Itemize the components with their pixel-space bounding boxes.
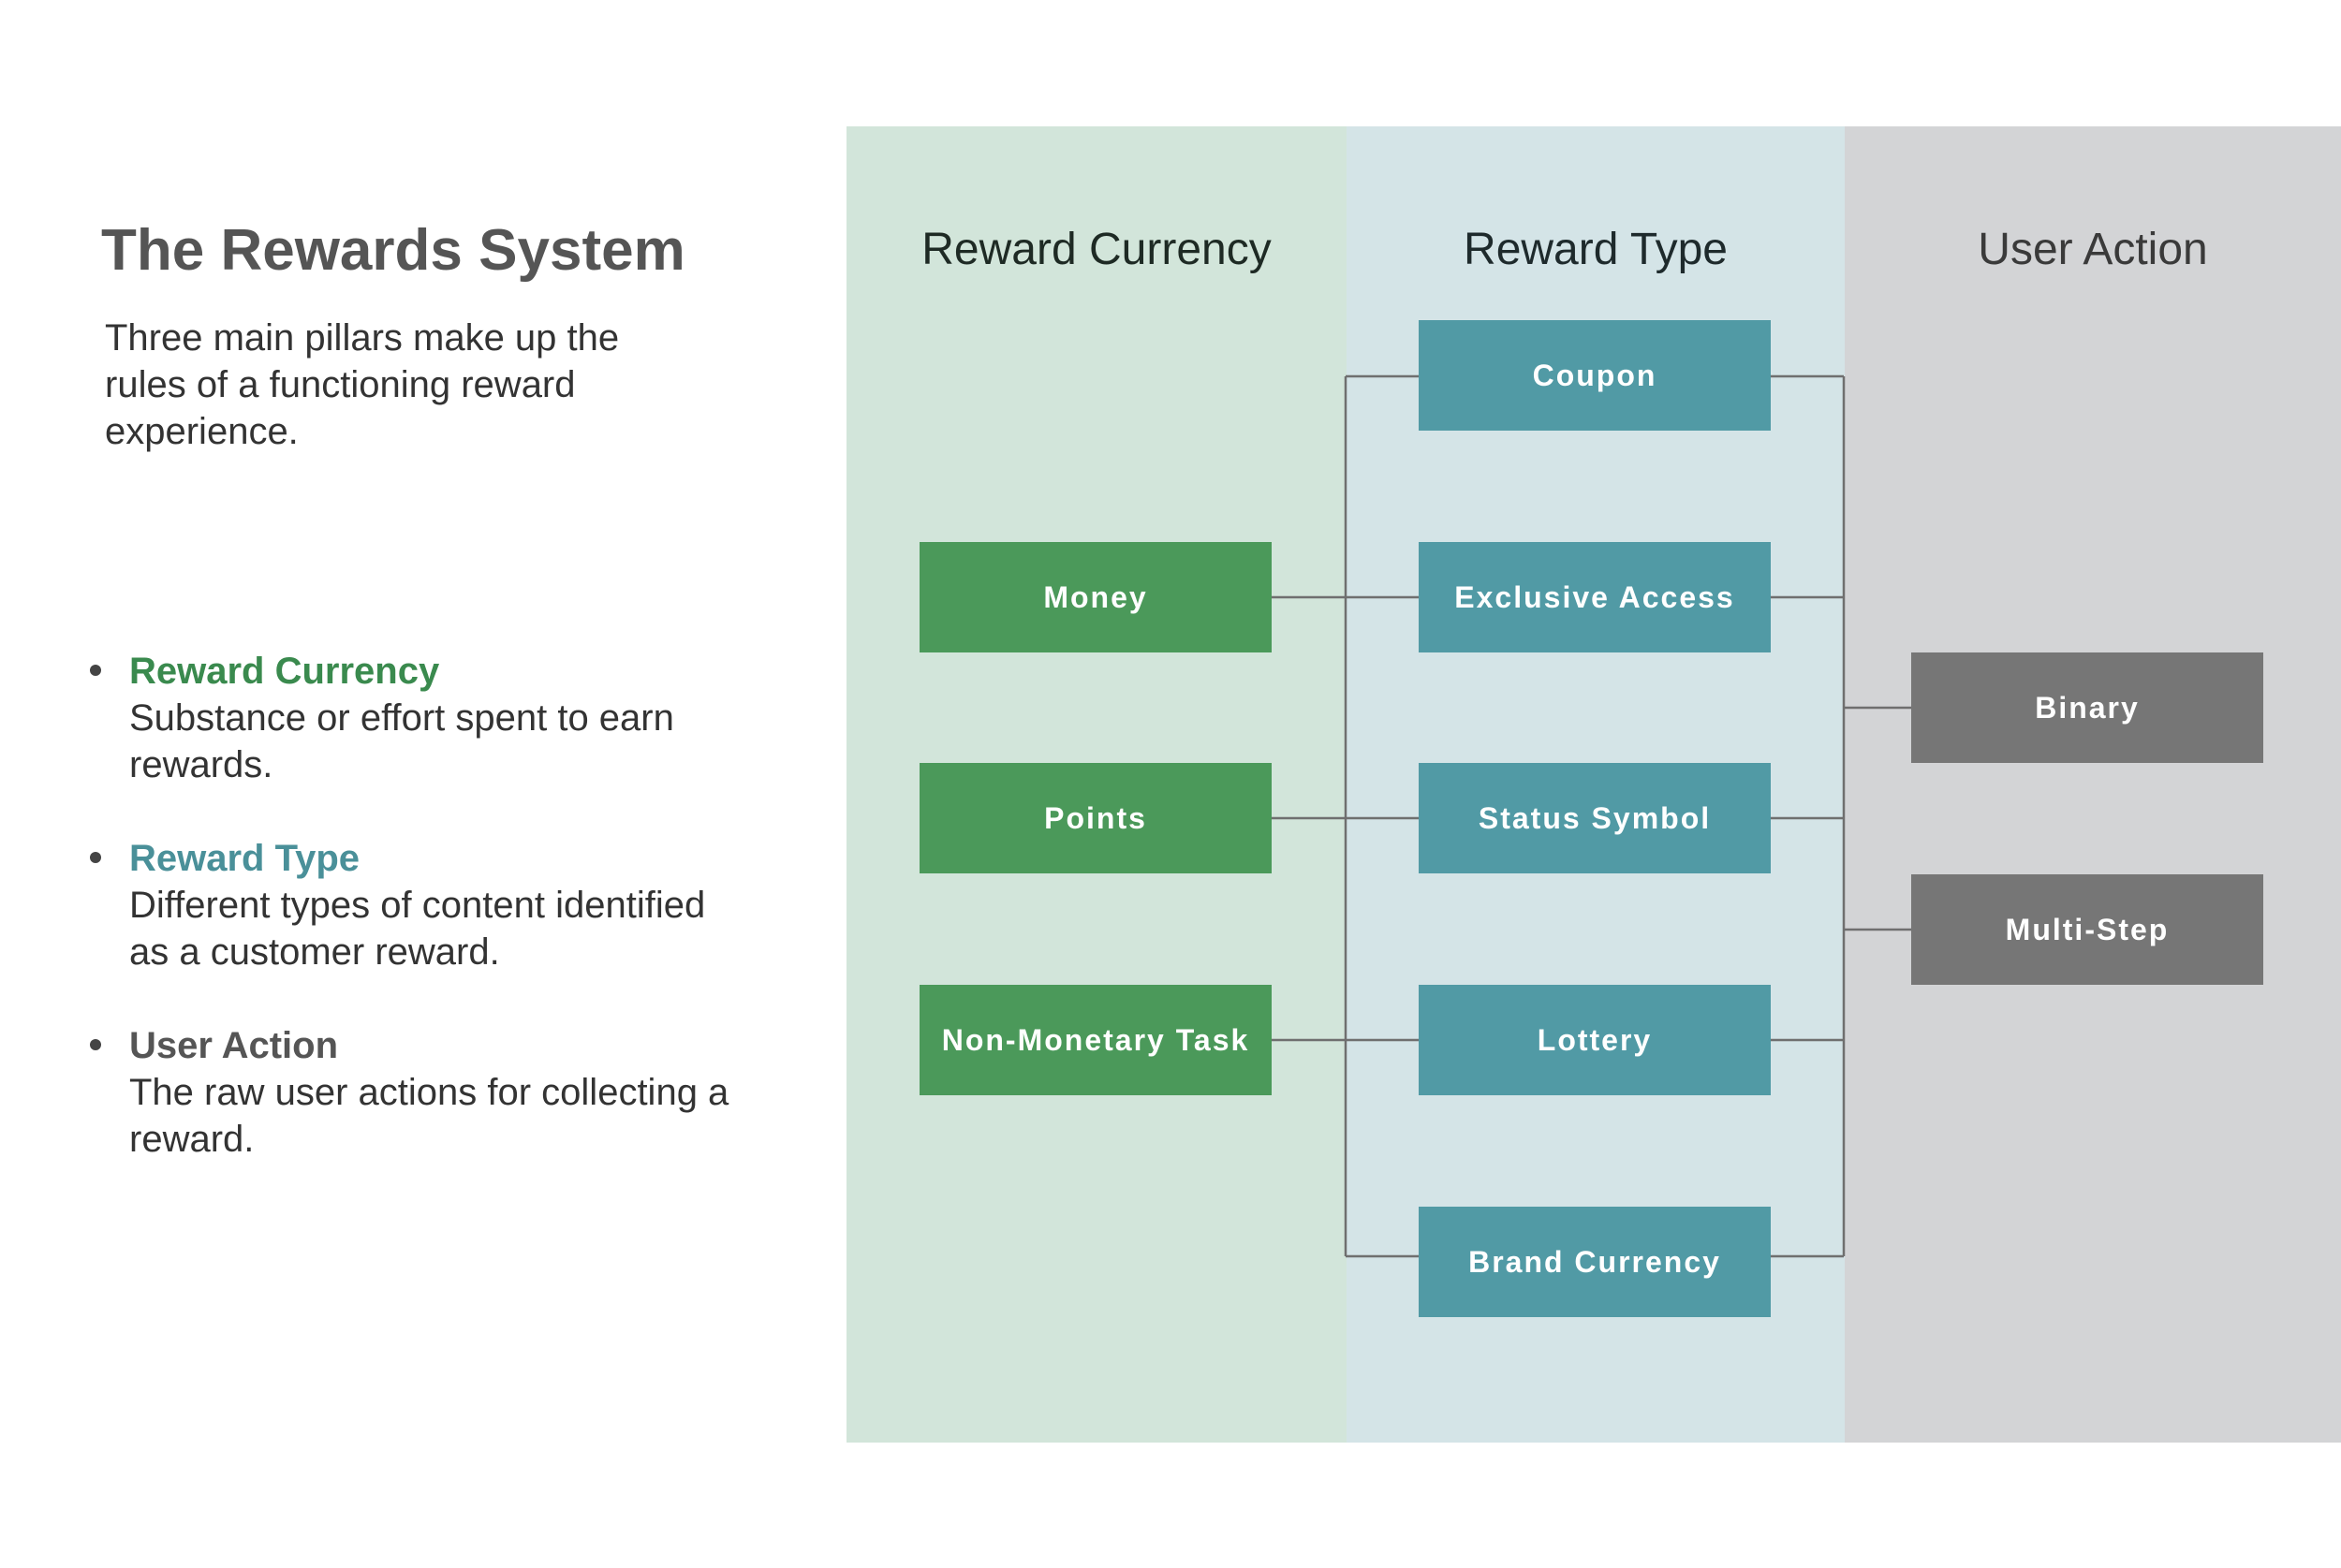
- pillar-description: Substance or effort spent to earn reward…: [129, 697, 674, 785]
- bullet-icon: [90, 665, 101, 676]
- pillar-list: Reward Currency Substance or effort spen…: [90, 648, 745, 1209]
- pillar-description: Different types of content identified as…: [129, 885, 706, 973]
- node-non-monetary-task: Non-Monetary Task: [920, 985, 1272, 1095]
- node-brand-currency: Brand Currency: [1419, 1207, 1771, 1317]
- bullet-icon: [90, 1039, 101, 1050]
- pillar-description: The raw user actions for collecting a re…: [129, 1072, 729, 1160]
- node-status-symbol: Status Symbol: [1419, 763, 1771, 873]
- action-column-panel: [1845, 126, 2341, 1443]
- node-lottery: Lottery: [1419, 985, 1771, 1095]
- node-money: Money: [920, 542, 1272, 652]
- node-points: Points: [920, 763, 1272, 873]
- pillar-item-reward-type: Reward Type Different types of content i…: [90, 835, 745, 975]
- currency-column-header: Reward Currency: [921, 225, 1272, 274]
- node-binary: Binary: [1911, 652, 2263, 763]
- page-title: The Rewards System: [101, 218, 685, 283]
- page-subtitle: Three main pillars make up the rules of …: [105, 317, 620, 452]
- pillar-title: Reward Currency: [129, 651, 440, 692]
- pillar-title: User Action: [129, 1025, 339, 1066]
- node-exclusive-access: Exclusive Access: [1419, 542, 1771, 652]
- pillar-title: Reward Type: [129, 838, 360, 879]
- pillar-item-reward-currency: Reward Currency Substance or effort spen…: [90, 648, 745, 788]
- action-column-header: User Action: [1978, 225, 2208, 274]
- type-column-header: Reward Type: [1464, 225, 1728, 274]
- bullet-icon: [90, 852, 101, 863]
- node-coupon: Coupon: [1419, 320, 1771, 431]
- node-multi-step: Multi-Step: [1911, 874, 2263, 985]
- pillar-item-user-action: User Action The raw user actions for col…: [90, 1022, 745, 1163]
